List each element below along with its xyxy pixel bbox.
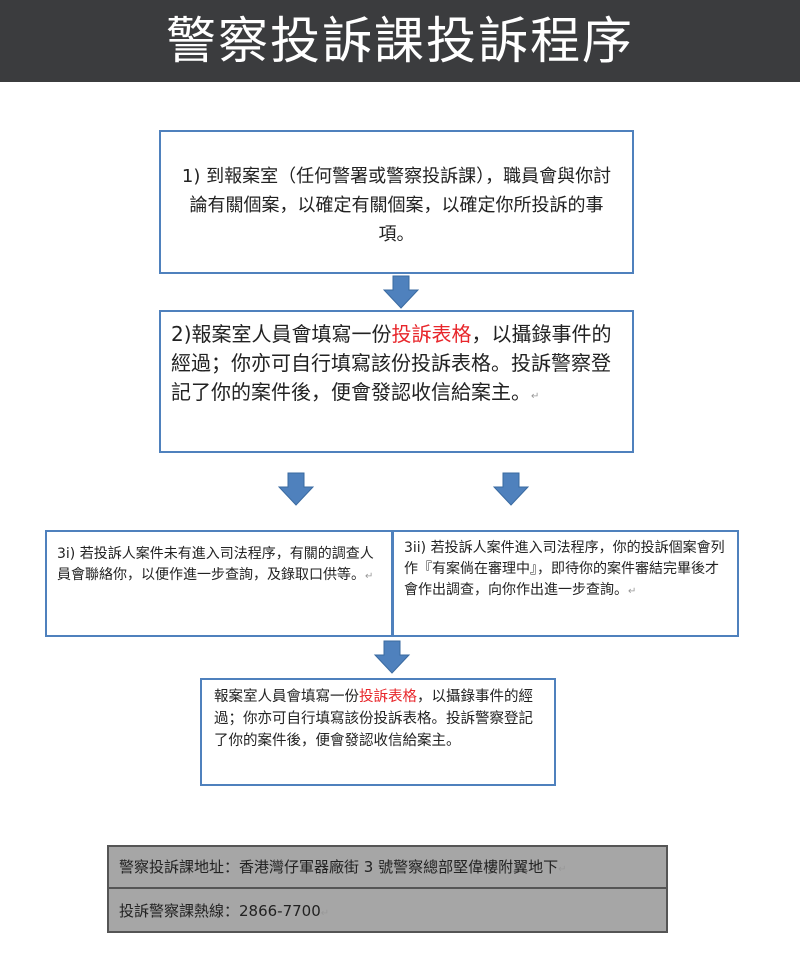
step-3ii-text: 3ii) 若投訴人案件進入司法程序，你的投訴個案會列作『有案倘在審理中』，即待你…: [404, 540, 725, 598]
step-4-box: 報案室人員會填寫一份投訴表格，以攝錄事件的經過；你亦可自行填寫該份投訴表格。投訴…: [200, 678, 556, 786]
step-2-text-cont: ，以攝錄事件的經過；你亦可自行填寫該份投訴表格。投訴警察登記了你的案件後，便會發…: [171, 322, 612, 404]
address-text: 警察投訴課地址：香港灣仔軍器廠街 3 號警察總部堅偉樓附翼地下: [119, 858, 559, 876]
step-2-box: 2)報案室人員會填寫一份投訴表格，以攝錄事件的經過；你亦可自行填寫該份投訴表格。…: [159, 310, 634, 453]
hotline-row: 投訴警察課熱線：2866-7700↵: [107, 887, 668, 933]
step-3ii-box: 3ii) 若投訴人案件進入司法程序，你的投訴個案會列作『有案倘在審理中』，即待你…: [392, 530, 739, 637]
step-4-text: 報案室人員會填寫一份: [214, 689, 359, 705]
hotline-text: 投訴警察課熱線：2866-7700: [119, 902, 321, 920]
address-row: 警察投訴課地址：香港灣仔軍器廠街 3 號警察總部堅偉樓附翼地下↵: [107, 845, 668, 889]
page-title: 警察投訴課投訴程序: [0, 0, 800, 82]
step-3i-box: 3i) 若投訴人案件未有進入司法程序，有關的調查人員會聯絡你，以便作進一步查詢，…: [45, 530, 393, 637]
step-3i-text: 3i) 若投訴人案件未有進入司法程序，有關的調查人員會聯絡你，以便作進一步查詢，…: [57, 546, 374, 583]
arrow-down-icon: [493, 472, 529, 506]
arrow-down-icon: [278, 472, 314, 506]
step-1-box: 1) 到報案室（任何警署或警察投訴課），職員會與你討論有關個案，以確定有關個案，…: [159, 130, 634, 274]
complaint-form-highlight: 投訴表格: [359, 689, 417, 705]
arrow-down-icon: [383, 275, 419, 309]
complaint-form-highlight: 投訴表格: [391, 322, 472, 346]
step-4-text-cont: ，以攝錄事件的經過；你亦可自行填寫該份投訴表格。投訴警察登記了你的案件後，便會發…: [214, 689, 533, 749]
arrow-down-icon: [373, 640, 411, 674]
step-2-text: 2)報案室人員會填寫一份: [171, 322, 392, 346]
